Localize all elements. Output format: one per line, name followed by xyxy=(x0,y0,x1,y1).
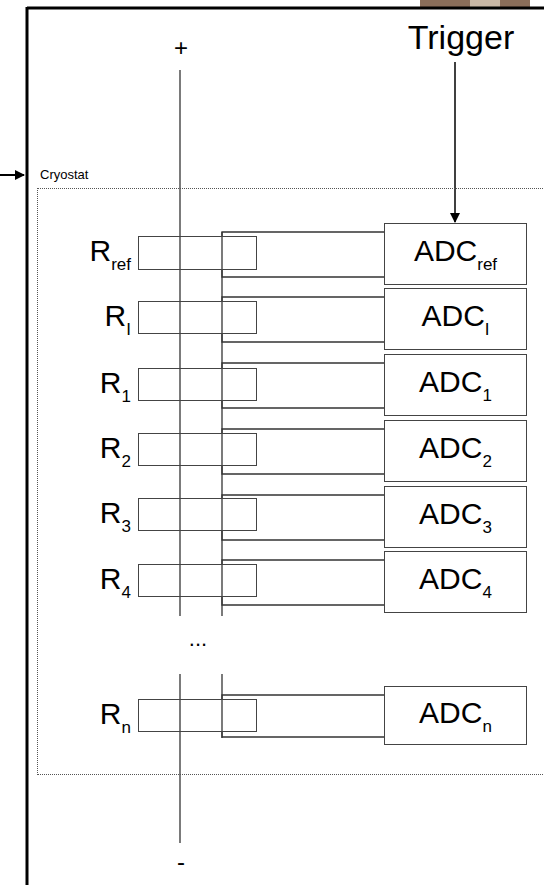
resistor-label: Rref xyxy=(89,236,131,266)
resistor-symbol: R3 xyxy=(138,498,257,531)
subscript: 4 xyxy=(122,582,131,601)
resistor-symbol: Rn xyxy=(138,699,257,732)
adc-name: ADC xyxy=(419,365,482,398)
frame-line xyxy=(26,7,29,885)
region-name: Cryostat xyxy=(40,167,88,182)
adc-name: ADC xyxy=(414,234,477,267)
adc-label: ADC4 xyxy=(419,564,492,594)
adc-name: ADC xyxy=(419,497,482,530)
adc-box: ADCn xyxy=(384,686,527,745)
resistor-label: R1 xyxy=(100,367,131,397)
resistor-symbol: R2 xyxy=(138,433,257,466)
adc-box: ADC4 xyxy=(384,551,527,613)
adc-label: ADC3 xyxy=(419,499,492,529)
subscript: 4 xyxy=(482,583,491,602)
adc-box: ADC3 xyxy=(384,486,527,548)
resistor-symbol: Rref xyxy=(138,236,257,270)
adc-box: ADCI xyxy=(384,288,527,350)
tap-connector xyxy=(222,695,384,737)
adc-label: ADC2 xyxy=(419,433,492,463)
resistor-symbol: RI xyxy=(138,301,257,334)
photo-fragment xyxy=(420,0,530,7)
adc-label: ADCn xyxy=(419,698,492,728)
subscript: I xyxy=(126,319,131,338)
resistor-label: R4 xyxy=(100,563,131,593)
trigger-arrow xyxy=(454,62,456,222)
resistor-label: Rn xyxy=(100,698,131,728)
tap-connector xyxy=(222,363,384,408)
tap-connector xyxy=(222,495,384,540)
resistor-name: R xyxy=(89,234,111,267)
resistor-label: RI xyxy=(105,300,131,330)
tap-connector xyxy=(222,297,384,342)
adc-name: ADC xyxy=(419,696,482,729)
resistor-name: R xyxy=(100,365,122,398)
adc-label: ADC1 xyxy=(419,367,492,397)
tap-connector xyxy=(222,560,384,605)
resistor-name: R xyxy=(105,298,127,331)
trigger-label: Trigger xyxy=(408,20,514,54)
adc-name: ADC xyxy=(419,431,482,464)
region-label: Cryostat xyxy=(40,167,88,182)
resistor-name: R xyxy=(100,495,122,528)
photo-fragment xyxy=(470,0,500,7)
pointer-arrow xyxy=(0,174,24,176)
adc-box: ADCref xyxy=(384,223,527,285)
subscript: ref xyxy=(111,255,131,274)
subscript: 3 xyxy=(122,516,131,535)
adc-box: ADC2 xyxy=(384,420,527,482)
supply-wire xyxy=(179,240,180,616)
tap-wire xyxy=(221,232,222,616)
resistor-name: R xyxy=(100,696,122,729)
continuation-dots: ... xyxy=(189,628,207,650)
cryostat-region: CryostatRrefADCrefRIADCIR1ADC1R2ADC2R3AD… xyxy=(37,188,544,775)
frame-line xyxy=(27,7,544,10)
tap-connector xyxy=(222,429,384,474)
tap-wire xyxy=(221,674,222,738)
subscript: 1 xyxy=(122,386,131,405)
tap-connector xyxy=(222,232,384,277)
polarity-sign: + xyxy=(174,36,188,60)
subscript: 2 xyxy=(122,451,131,470)
adc-box: ADC1 xyxy=(384,354,527,416)
resistor-label: R2 xyxy=(100,432,131,462)
subscript: n xyxy=(122,717,131,736)
subscript: 2 xyxy=(482,452,491,471)
resistor-name: R xyxy=(100,561,122,594)
subscript: 1 xyxy=(482,386,491,405)
subscript: 3 xyxy=(482,518,491,537)
resistor-name: R xyxy=(100,430,122,463)
subscript: ref xyxy=(477,255,497,274)
resistor-symbol: R1 xyxy=(138,368,257,401)
adc-label: ADCI xyxy=(421,301,489,331)
subscript: n xyxy=(482,717,491,736)
supply-wire xyxy=(179,70,180,240)
adc-label: ADCref xyxy=(414,236,497,266)
resistor-symbol: R4 xyxy=(138,564,257,597)
subscript: I xyxy=(485,320,490,339)
adc-name: ADC xyxy=(419,562,482,595)
polarity-sign: - xyxy=(177,850,185,874)
adc-name: ADC xyxy=(421,299,484,332)
resistor-label: R3 xyxy=(100,497,131,527)
